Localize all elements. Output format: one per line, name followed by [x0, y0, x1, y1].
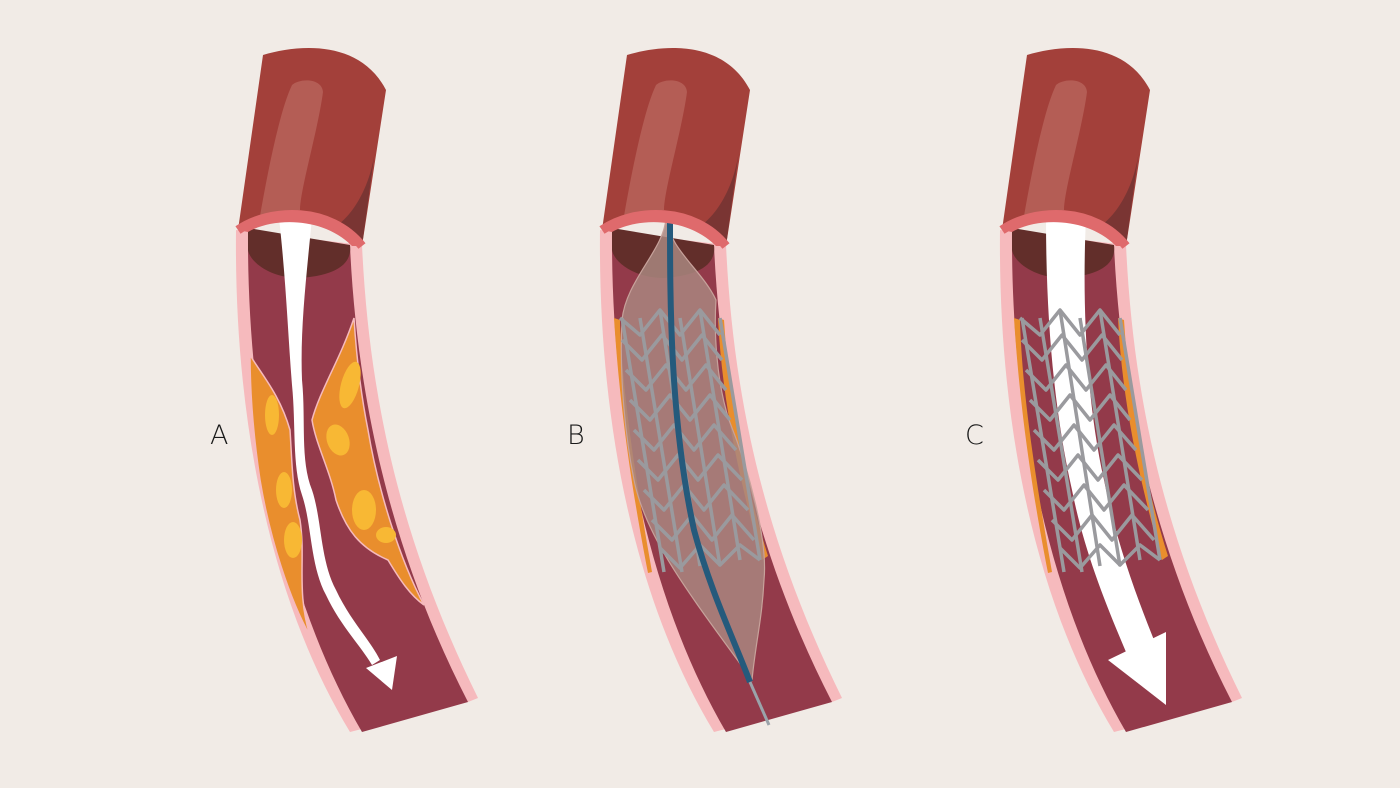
panel-label-c: C: [965, 420, 984, 451]
panel-c-stent-restored-flow: [1000, 48, 1242, 732]
panel-label-b: B: [567, 420, 585, 451]
panel-b-balloon-stent: [600, 48, 842, 732]
panel-label-a: A: [210, 420, 229, 451]
panel-a-narrowed-artery: [236, 48, 478, 732]
